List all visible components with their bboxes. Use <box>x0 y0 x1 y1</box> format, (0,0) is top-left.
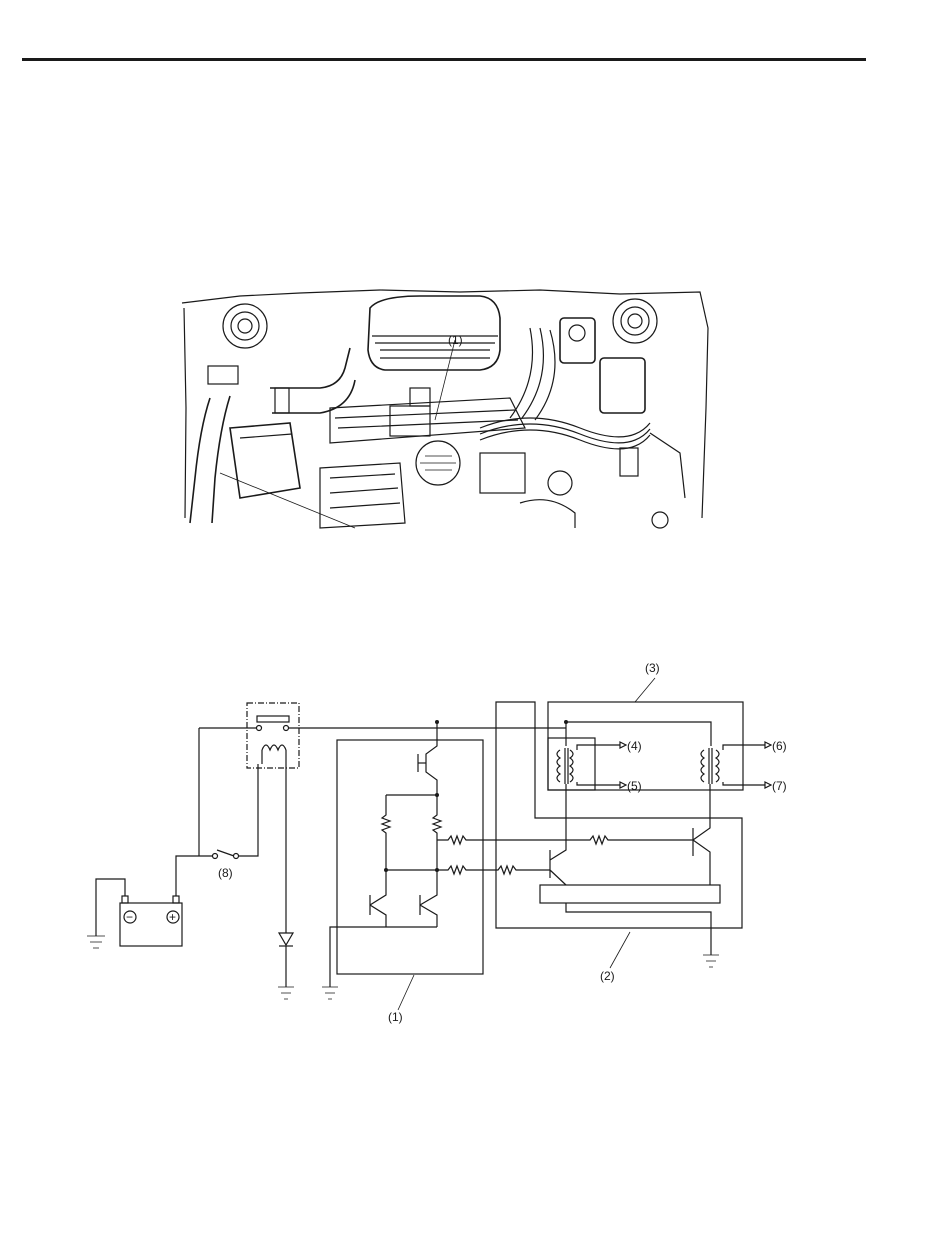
header-rule <box>22 58 866 61</box>
air-cleaner <box>368 296 500 370</box>
callout-2: (2) <box>600 969 615 983</box>
battery-positive-symbol: + <box>169 910 176 924</box>
ignition-circuit-diagram: − + (8) <box>70 650 810 1030</box>
module-2: (2) <box>496 702 742 983</box>
battery-negative-symbol: − <box>126 910 133 924</box>
intake-manifold <box>330 388 572 495</box>
engine-bay-illustration: (1) <box>180 288 710 533</box>
callout-8: (8) <box>218 866 233 880</box>
ignition-switch: (8) <box>213 764 259 880</box>
right-strut-tower <box>613 299 657 343</box>
battery: − + <box>120 896 182 946</box>
callout-7: (7) <box>772 779 787 793</box>
callout-5: (5) <box>627 779 642 793</box>
callout-4: (4) <box>627 739 642 753</box>
module-1: (1) <box>322 720 566 1024</box>
callout-6: (6) <box>772 739 787 753</box>
module-3-ignition-coil: (3) (4) (5) (6) (7) <box>548 661 787 793</box>
engine-callout-1: (1) <box>448 333 463 347</box>
callout-3: (3) <box>645 661 660 675</box>
left-strut-tower <box>223 304 267 348</box>
callout-1: (1) <box>388 1010 403 1024</box>
relay <box>247 703 299 768</box>
